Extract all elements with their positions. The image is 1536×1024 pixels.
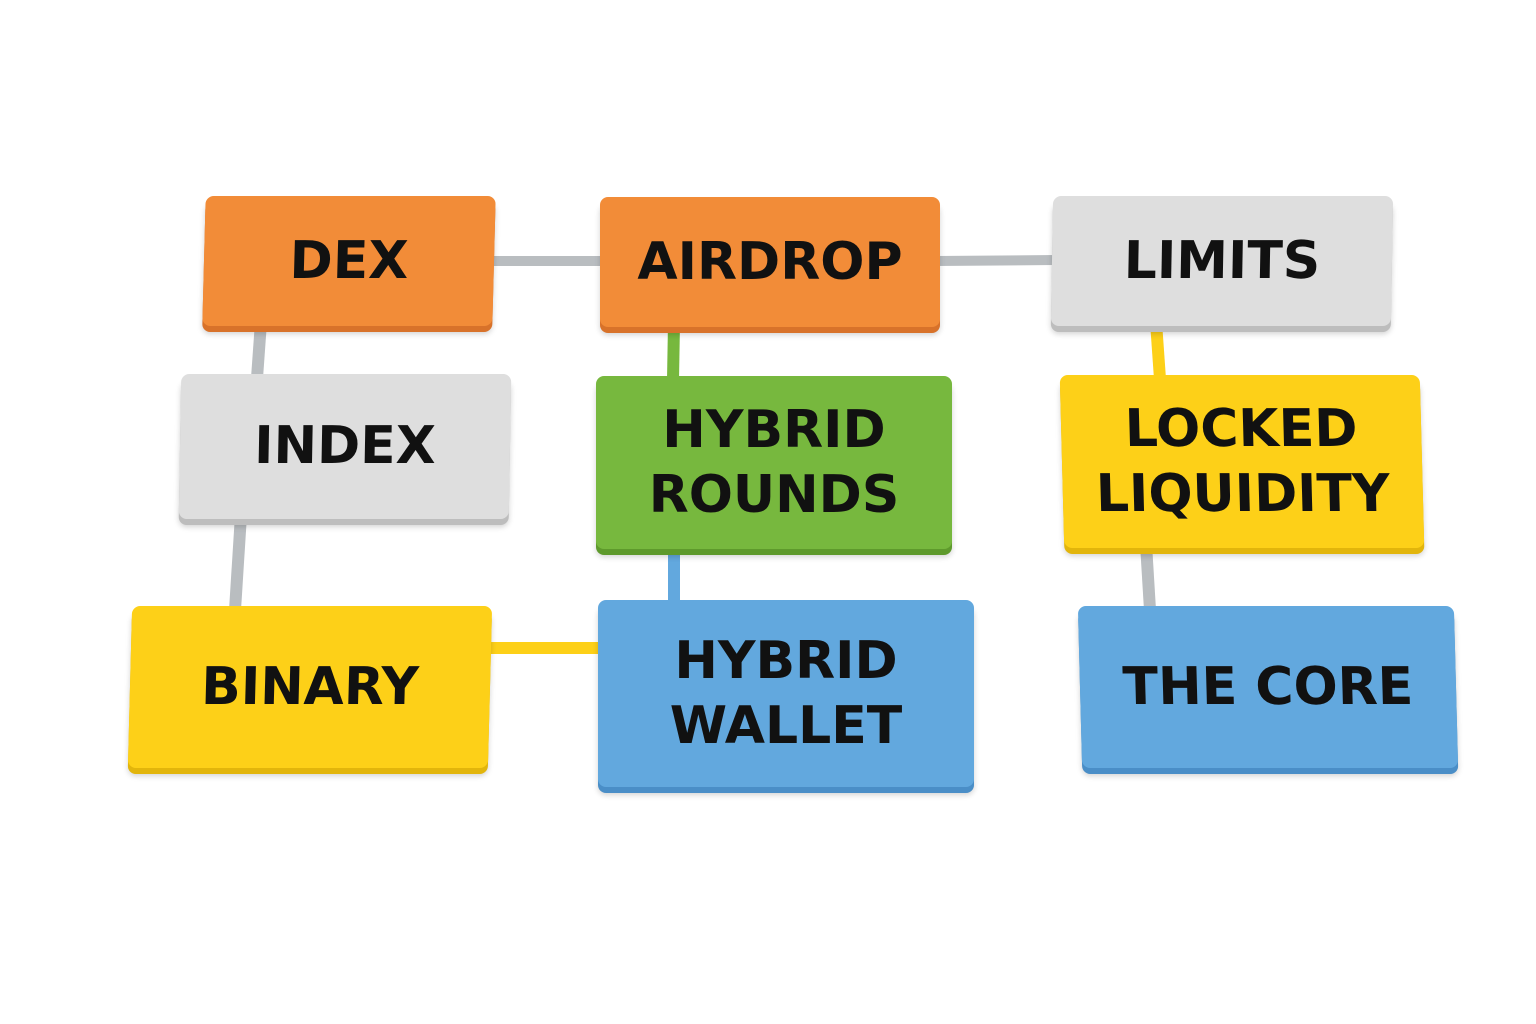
node-locked-liquidity: LOCKED LIQUIDITY: [1059, 375, 1425, 548]
node-airdrop: AIRDROP: [600, 197, 940, 327]
node-dex-label: DEX: [288, 230, 410, 291]
edge-airdrop-limits: [935, 255, 1057, 266]
node-hybrid-wallet: HYBRID WALLET: [598, 600, 974, 787]
node-limits: LIMITS: [1050, 196, 1394, 326]
edge-index-binary: [229, 514, 247, 611]
node-airdrop-label: AIRDROP: [637, 231, 903, 292]
node-binary: BINARY: [127, 606, 493, 768]
edge-airdrop-hybrid-rounds: [667, 322, 680, 381]
node-index-label: INDEX: [253, 416, 437, 477]
node-hybrid-wallet-label: HYBRID WALLET: [669, 631, 903, 756]
node-hybrid-rounds: HYBRID ROUNDS: [596, 376, 952, 549]
node-limits-label: LIMITS: [1123, 230, 1321, 291]
node-the-core-label: THE CORE: [1121, 656, 1415, 717]
node-the-core: THE CORE: [1077, 606, 1459, 768]
node-hybrid-rounds-label: HYBRID ROUNDS: [648, 400, 900, 525]
edge-locked-liquidity-the-core: [1140, 543, 1156, 611]
edge-dex-index: [251, 321, 267, 379]
node-index: INDEX: [178, 374, 512, 519]
edge-limits-locked-liquidity: [1150, 321, 1166, 380]
node-dex: DEX: [202, 196, 496, 326]
node-binary-label: BINARY: [200, 656, 420, 717]
node-locked-liquidity-label: LOCKED LIQUIDITY: [1095, 399, 1391, 524]
